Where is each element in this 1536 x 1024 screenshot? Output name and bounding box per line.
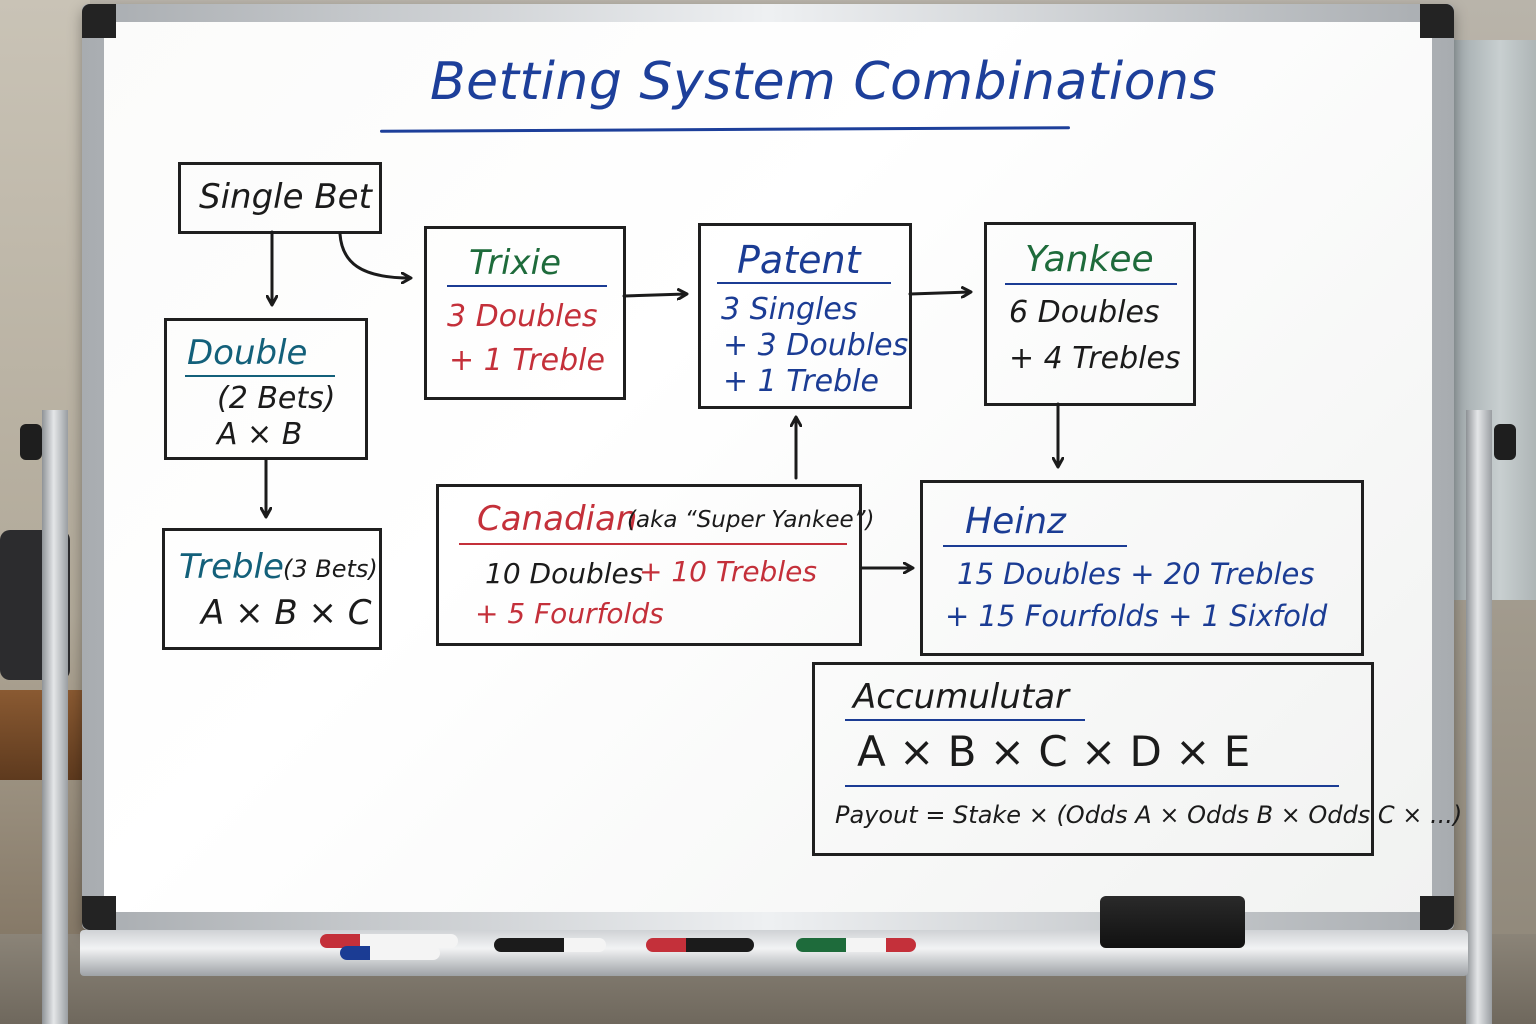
whiteboard bbox=[82, 4, 1454, 930]
canadian-line1-trebles: + 10 Trebles bbox=[639, 555, 817, 588]
trixie-line1: 3 Doubles bbox=[447, 299, 598, 334]
whiteboard-surface bbox=[104, 22, 1432, 912]
patent-name: Patent bbox=[737, 238, 861, 282]
treble-name: Treble bbox=[179, 547, 284, 587]
arrow-trixie-to-patent bbox=[622, 294, 686, 296]
trixie-box: Trixie 3 Doubles + 1 Treble bbox=[424, 226, 626, 400]
accumulator-divider bbox=[845, 785, 1339, 787]
patent-line1: 3 Singles bbox=[721, 292, 858, 327]
double-bets: (2 Bets) bbox=[217, 381, 336, 416]
treble-formula: A × B × C bbox=[201, 593, 372, 633]
double-underline bbox=[185, 375, 335, 377]
heinz-underline bbox=[943, 545, 1127, 547]
whiteboard-eraser[interactable] bbox=[1100, 896, 1245, 948]
single-bet-label: Single Bet bbox=[199, 177, 372, 217]
arrow-single-to-trixie bbox=[338, 232, 410, 278]
red-marker[interactable] bbox=[320, 934, 458, 948]
patent-underline bbox=[717, 282, 891, 284]
double-name: Double bbox=[187, 333, 308, 373]
heinz-line2: + 15 Fourfolds + 1 Sixfold bbox=[945, 599, 1328, 633]
black-marker[interactable] bbox=[494, 938, 606, 952]
diagram-title: Betting System Combinations bbox=[430, 52, 1218, 112]
arrow-patent-to-yankee bbox=[908, 292, 970, 294]
trixie-name: Trixie bbox=[469, 243, 562, 283]
board-corner bbox=[1420, 896, 1454, 930]
canadian-line2: + 5 Fourfolds bbox=[475, 597, 664, 630]
accumulator-formula: A × B × C × D × E bbox=[857, 727, 1251, 776]
accumulator-name: Accumulutar bbox=[853, 677, 1070, 717]
marker-tray bbox=[80, 930, 1468, 976]
yankee-line2: + 4 Trebles bbox=[1009, 341, 1181, 376]
canadian-name: Canadian bbox=[477, 499, 638, 539]
board-corner bbox=[82, 4, 116, 38]
board-corner bbox=[1420, 4, 1454, 38]
board-corner bbox=[82, 896, 116, 930]
stand-leg-left bbox=[42, 410, 68, 1024]
accumulator-box: Accumulutar A × B × C × D × E Payout = S… bbox=[812, 662, 1462, 856]
yankee-box: Yankee 6 Doubles + 4 Trebles bbox=[984, 222, 1196, 406]
treble-box: Treble (3 Bets) A × B × C bbox=[162, 528, 382, 650]
blue-marker[interactable] bbox=[340, 946, 440, 960]
red-marker[interactable] bbox=[646, 938, 754, 952]
patent-line3: + 1 Treble bbox=[723, 364, 879, 399]
accumulator-underline bbox=[845, 719, 1085, 721]
canadian-aka: (aka “Super Yankee”) bbox=[627, 507, 875, 533]
patent-line2: + 3 Doubles bbox=[723, 328, 909, 363]
stand-knob-left bbox=[20, 424, 42, 460]
double-box: Double (2 Bets) A × B bbox=[164, 318, 368, 460]
stand-leg-right bbox=[1466, 410, 1492, 1024]
heinz-line1: 15 Doubles + 20 Trebles bbox=[957, 557, 1315, 591]
heinz-box: Heinz 15 Doubles + 20 Trebles + 15 Fourf… bbox=[920, 480, 1364, 656]
green-marker[interactable] bbox=[796, 938, 916, 952]
yankee-line1: 6 Doubles bbox=[1009, 295, 1160, 330]
treble-bets: (3 Bets) bbox=[283, 555, 378, 583]
stand-knob-right bbox=[1494, 424, 1516, 460]
heinz-name: Heinz bbox=[965, 501, 1066, 542]
trixie-underline bbox=[447, 285, 607, 287]
canadian-underline bbox=[459, 543, 847, 545]
canadian-line1-doubles: 10 Doubles bbox=[485, 557, 644, 590]
accumulator-payout: Payout = Stake × (Odds A × Odds B × Odds… bbox=[835, 801, 1463, 829]
double-formula: A × B bbox=[217, 417, 303, 452]
trixie-line2: + 1 Treble bbox=[449, 343, 605, 378]
yankee-underline bbox=[1005, 283, 1177, 285]
canadian-box: Canadian (aka “Super Yankee”) 10 Doubles… bbox=[436, 484, 875, 646]
yankee-name: Yankee bbox=[1025, 239, 1154, 280]
patent-box: Patent 3 Singles + 3 Doubles + 1 Treble bbox=[698, 223, 912, 409]
single-bet-box: Single Bet bbox=[178, 162, 382, 234]
